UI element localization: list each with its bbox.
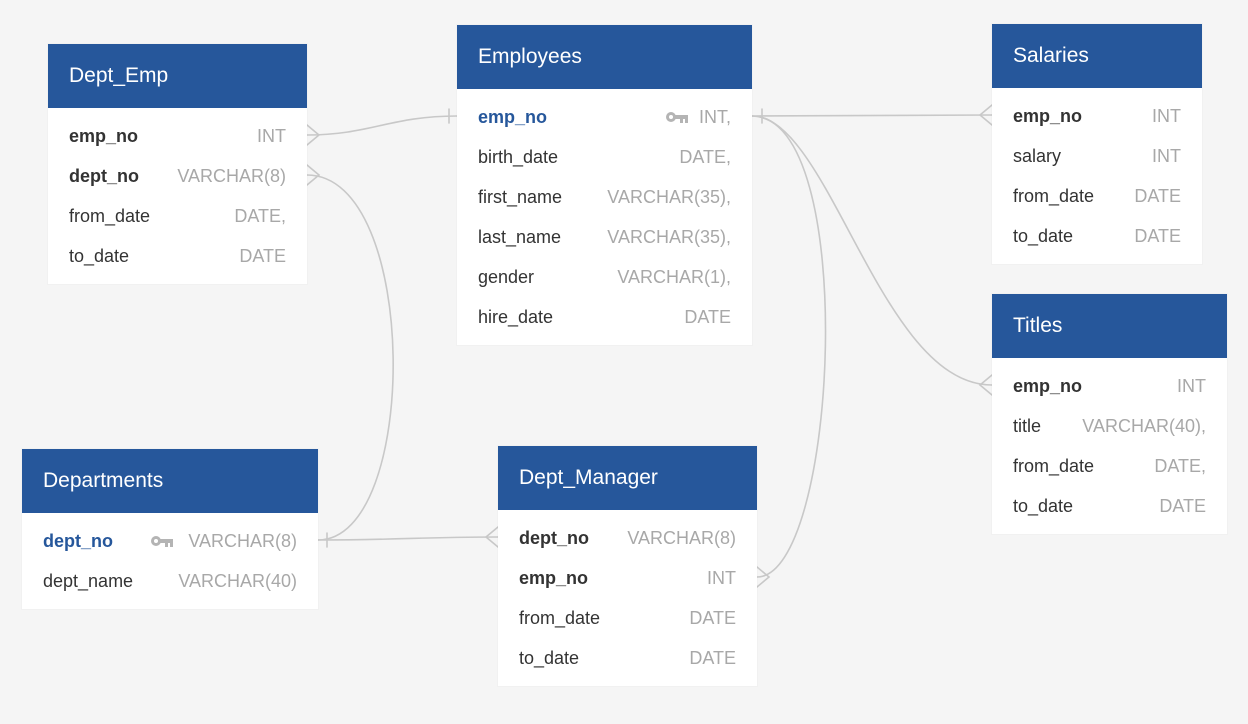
field-type: VARCHAR(8)	[177, 166, 286, 186]
field-row-to-date[interactable]: to_date DATE	[498, 638, 757, 678]
field-type: VARCHAR(1),	[617, 267, 731, 287]
field-name: to_date	[519, 648, 580, 668]
field-list: dept_no VARCHAR(8) dept_name VARCHAR(40)	[22, 513, 318, 609]
field-type: VARCHAR(40),	[1082, 416, 1206, 436]
field-name: emp_no	[1013, 106, 1083, 126]
field-row-emp-no[interactable]: emp_no INT	[992, 96, 1202, 136]
field-name: salary	[1013, 146, 1062, 166]
field-list: emp_no INT dept_no VARCHAR(8) from_date …	[48, 108, 307, 284]
field-type: INT	[1152, 146, 1181, 166]
field-row-to-date[interactable]: to_date DATE	[992, 486, 1227, 526]
field-name: gender	[478, 267, 535, 287]
key-icon	[666, 112, 688, 123]
field-name: dept_no	[519, 528, 589, 548]
field-row-dept-no[interactable]: dept_no VARCHAR(8)	[48, 156, 307, 196]
table-salaries[interactable]: Salaries emp_no INT salary INT from_date…	[992, 24, 1202, 264]
field-name: from_date	[519, 608, 601, 628]
relationship-departments-dept-manager	[317, 526, 499, 548]
field-type: VARCHAR(8)	[188, 531, 297, 551]
field-row-emp-no[interactable]: emp_no INT	[48, 116, 307, 156]
field-name: title	[1013, 416, 1042, 436]
field-name: emp_no	[519, 568, 589, 588]
key-icon	[151, 536, 173, 547]
table-employees[interactable]: Employees emp_no INT, birth_date DATE, f…	[457, 25, 752, 345]
table-title: Employees	[457, 25, 752, 89]
field-type: DATE,	[1154, 456, 1206, 476]
relationship-employees-dept-manager	[751, 115, 827, 588]
field-type: VARCHAR(35),	[607, 187, 731, 207]
field-name: to_date	[1013, 226, 1074, 246]
field-name: from_date	[1013, 456, 1095, 476]
field-row-title[interactable]: title VARCHAR(40),	[992, 406, 1227, 446]
field-type: INT	[707, 568, 736, 588]
field-row-gender[interactable]: gender VARCHAR(1),	[457, 257, 752, 297]
field-type: DATE,	[234, 206, 286, 226]
field-name: dept_name	[43, 571, 134, 591]
field-type: INT,	[698, 107, 731, 127]
field-type: INT	[1152, 106, 1181, 126]
table-title: Departments	[22, 449, 318, 513]
field-type: VARCHAR(8)	[627, 528, 736, 548]
relationship-employees-salaries	[751, 104, 993, 126]
field-row-from-date[interactable]: from_date DATE	[498, 598, 757, 638]
field-row-emp-no[interactable]: emp_no INT	[992, 366, 1227, 406]
field-row-first-name[interactable]: first_name VARCHAR(35),	[457, 177, 752, 217]
relationship-dept-emp-departments	[306, 164, 394, 548]
table-title: Dept_Emp	[48, 44, 307, 108]
field-name: to_date	[1013, 496, 1074, 516]
field-name: birth_date	[478, 147, 559, 167]
field-name: emp_no	[478, 107, 548, 127]
field-name: first_name	[478, 187, 563, 207]
table-title: Salaries	[992, 24, 1202, 88]
field-type: DATE	[689, 648, 736, 668]
field-row-dept-no[interactable]: dept_no VARCHAR(8)	[22, 521, 318, 561]
field-row-to-date[interactable]: to_date DATE	[48, 236, 307, 276]
field-list: emp_no INT, birth_date DATE, first_name …	[457, 89, 752, 345]
field-row-birth-date[interactable]: birth_date DATE,	[457, 137, 752, 177]
field-list: emp_no INT title VARCHAR(40), from_date …	[992, 358, 1227, 534]
field-type: DATE	[1134, 226, 1181, 246]
field-row-to-date[interactable]: to_date DATE	[992, 216, 1202, 256]
field-row-dept-name[interactable]: dept_name VARCHAR(40)	[22, 561, 318, 601]
field-name: dept_no	[43, 531, 113, 551]
relationship-dept-emp-employees	[306, 108, 458, 146]
field-row-from-date[interactable]: from_date DATE,	[992, 446, 1227, 486]
field-type: DATE,	[679, 147, 731, 167]
field-name: emp_no	[1013, 376, 1083, 396]
table-title: Titles	[992, 294, 1227, 358]
field-type: DATE	[689, 608, 736, 628]
field-list: emp_no INT salary INT from_date DATE to_…	[992, 88, 1202, 264]
field-name: hire_date	[478, 307, 554, 327]
field-name: to_date	[69, 246, 130, 266]
field-name: dept_no	[69, 166, 139, 186]
field-row-dept-no[interactable]: dept_no VARCHAR(8)	[498, 518, 757, 558]
field-type: DATE	[1159, 496, 1206, 516]
field-list: dept_no VARCHAR(8) emp_no INT from_date …	[498, 510, 757, 686]
field-type: VARCHAR(35),	[607, 227, 731, 247]
field-name: from_date	[1013, 186, 1095, 206]
field-row-from-date[interactable]: from_date DATE	[992, 176, 1202, 216]
field-row-emp-no[interactable]: emp_no INT,	[457, 97, 752, 137]
field-name: from_date	[69, 206, 151, 226]
table-departments[interactable]: Departments dept_no VARCHAR(8) dept_name…	[22, 449, 318, 609]
field-name: emp_no	[69, 126, 139, 146]
field-type: INT	[257, 126, 286, 146]
field-name: last_name	[478, 227, 562, 247]
table-title: Dept_Manager	[498, 446, 757, 510]
field-row-salary[interactable]: salary INT	[992, 136, 1202, 176]
field-row-from-date[interactable]: from_date DATE,	[48, 196, 307, 236]
field-type: DATE	[684, 307, 731, 327]
field-type: INT	[1177, 376, 1206, 396]
field-row-last-name[interactable]: last_name VARCHAR(35),	[457, 217, 752, 257]
table-dept-manager[interactable]: Dept_Manager dept_no VARCHAR(8) emp_no I…	[498, 446, 757, 686]
table-dept-emp[interactable]: Dept_Emp emp_no INT dept_no VARCHAR(8) f…	[48, 44, 307, 284]
relationship-employees-titles	[751, 115, 993, 396]
field-row-hire-date[interactable]: hire_date DATE	[457, 297, 752, 337]
table-titles[interactable]: Titles emp_no INT title VARCHAR(40), fro…	[992, 294, 1227, 534]
field-type: DATE	[239, 246, 286, 266]
field-type: DATE	[1134, 186, 1181, 206]
field-row-emp-no[interactable]: emp_no INT	[498, 558, 757, 598]
field-type: VARCHAR(40)	[178, 571, 297, 591]
